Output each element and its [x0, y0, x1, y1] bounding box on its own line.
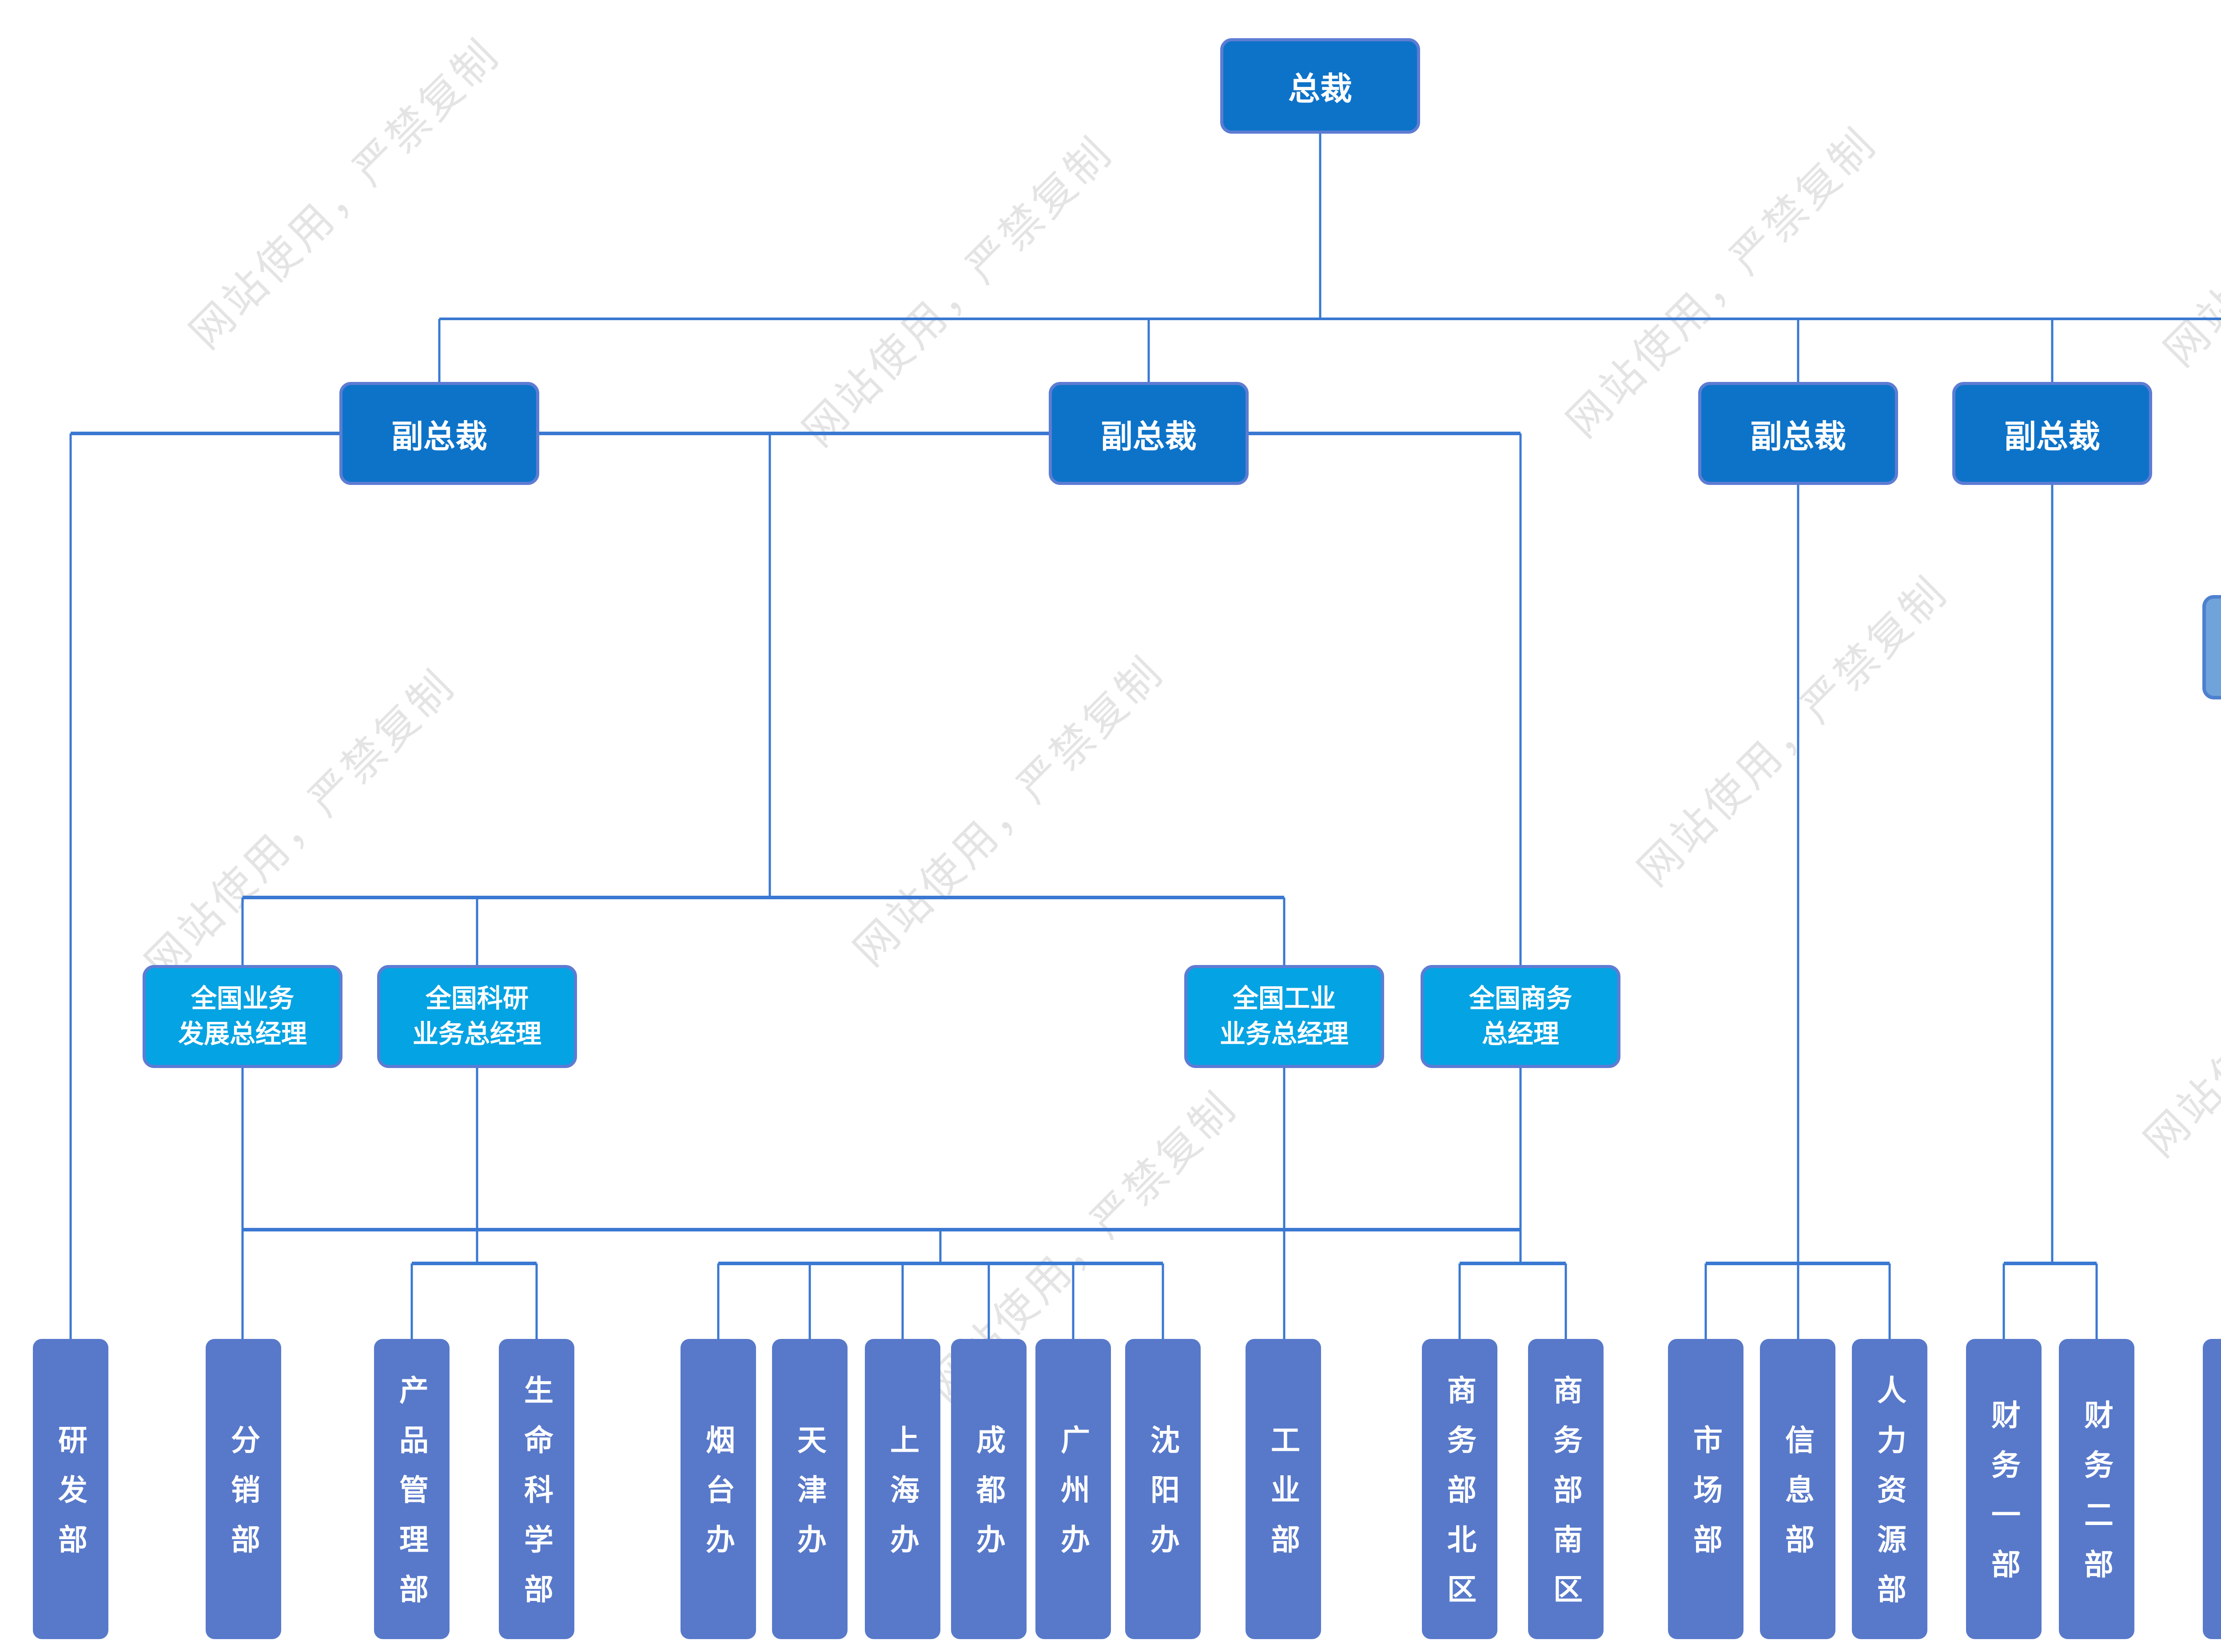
- node-vp-1: 副总裁: [339, 382, 539, 485]
- node-dept-commerce-south: 商务部南区: [1528, 1339, 1604, 1639]
- node-vp-3: 副总裁: [1698, 382, 1898, 485]
- dept-label: 分销部: [227, 1425, 260, 1574]
- gm-label-line2: 发展总经理: [178, 1020, 307, 1048]
- dept-label: 市场部: [1689, 1425, 1722, 1574]
- node-dept-industry: 工业部: [1246, 1339, 1321, 1639]
- dept-label: 财务二部: [2080, 1400, 2113, 1599]
- dept-label: 天津办: [793, 1425, 826, 1574]
- node-vp-4-label: 副总裁: [2004, 419, 2100, 455]
- dept-label: 成都办: [972, 1425, 1005, 1574]
- dept-label: 烟台办: [702, 1425, 735, 1574]
- node-dept-human-resources: 人力资源部: [1852, 1339, 1927, 1639]
- node-gm-national-commerce: 全国商务 总经理: [1421, 965, 1620, 1068]
- node-dept-finance-1: 财务一部: [1966, 1339, 2042, 1639]
- node-president: 总裁: [1220, 38, 1420, 134]
- node-dept-tianjin-office: 天津办: [772, 1339, 848, 1639]
- gm-label-line2: 业务总经理: [1219, 1020, 1349, 1048]
- gm-label-line1: 全国业务: [191, 984, 294, 1013]
- dept-label: 办公室: [2203, 1425, 2221, 1574]
- node-dept-shenyang-office: 沈阳办: [1125, 1339, 1201, 1639]
- node-dept-distribution: 分销部: [206, 1339, 281, 1639]
- node-dept-finance-2: 财务二部: [2059, 1339, 2134, 1639]
- node-vp-1-label: 副总裁: [391, 419, 487, 455]
- node-vp-4: 副总裁: [1952, 382, 2152, 485]
- dept-label: 人力资源部: [1873, 1375, 1906, 1624]
- gm-label-line1: 全国商务: [1469, 984, 1572, 1013]
- node-vp-2-label: 副总裁: [1100, 419, 1197, 455]
- dept-label: 上海办: [886, 1425, 919, 1574]
- dept-label: 信息部: [1781, 1425, 1814, 1574]
- node-president-assistant: 总裁助理: [2202, 595, 2221, 699]
- node-dept-product-management: 产品管理部: [374, 1339, 450, 1639]
- dept-label: 商务部北区: [1443, 1375, 1476, 1624]
- node-gm-national-research: 全国科研 业务总经理: [377, 965, 577, 1068]
- dept-label: 研发部: [54, 1425, 87, 1574]
- node-dept-rd: 研发部: [33, 1339, 108, 1639]
- node-dept-information: 信息部: [1760, 1339, 1835, 1639]
- dept-label: 产品管理部: [395, 1375, 428, 1624]
- dept-label: 生命科学部: [520, 1375, 553, 1624]
- node-dept-shanghai-office: 上海办: [865, 1339, 940, 1639]
- node-dept-general-office: 办公室: [2203, 1339, 2221, 1639]
- node-dept-chengdu-office: 成都办: [951, 1339, 1027, 1639]
- node-dept-guangzhou-office: 广州办: [1035, 1339, 1111, 1639]
- node-dept-marketing: 市场部: [1668, 1339, 1743, 1639]
- dept-label: 财务一部: [1987, 1400, 2020, 1599]
- gm-label-line1: 全国科研: [425, 984, 529, 1013]
- node-gm-national-business-development: 全国业务 发展总经理: [143, 965, 342, 1068]
- dept-label: 沈阳办: [1146, 1425, 1179, 1574]
- gm-label-line2: 业务总经理: [412, 1020, 541, 1048]
- node-dept-life-science: 生命科学部: [499, 1339, 574, 1639]
- node-president-label: 总裁: [1288, 71, 1352, 107]
- node-vp-2: 副总裁: [1049, 382, 1249, 485]
- gm-label-line2: 总经理: [1481, 1020, 1559, 1048]
- node-dept-yantai-office: 烟台办: [681, 1339, 756, 1639]
- dept-label: 工业部: [1267, 1425, 1300, 1574]
- node-gm-national-industry: 全国工业 业务总经理: [1184, 965, 1384, 1068]
- node-vp-3-label: 副总裁: [1750, 419, 1846, 455]
- dept-label: 广州办: [1057, 1425, 1090, 1574]
- node-dept-commerce-north: 商务部北区: [1422, 1339, 1497, 1639]
- dept-label: 商务部南区: [1549, 1375, 1582, 1624]
- gm-label-line1: 全国工业: [1232, 984, 1336, 1013]
